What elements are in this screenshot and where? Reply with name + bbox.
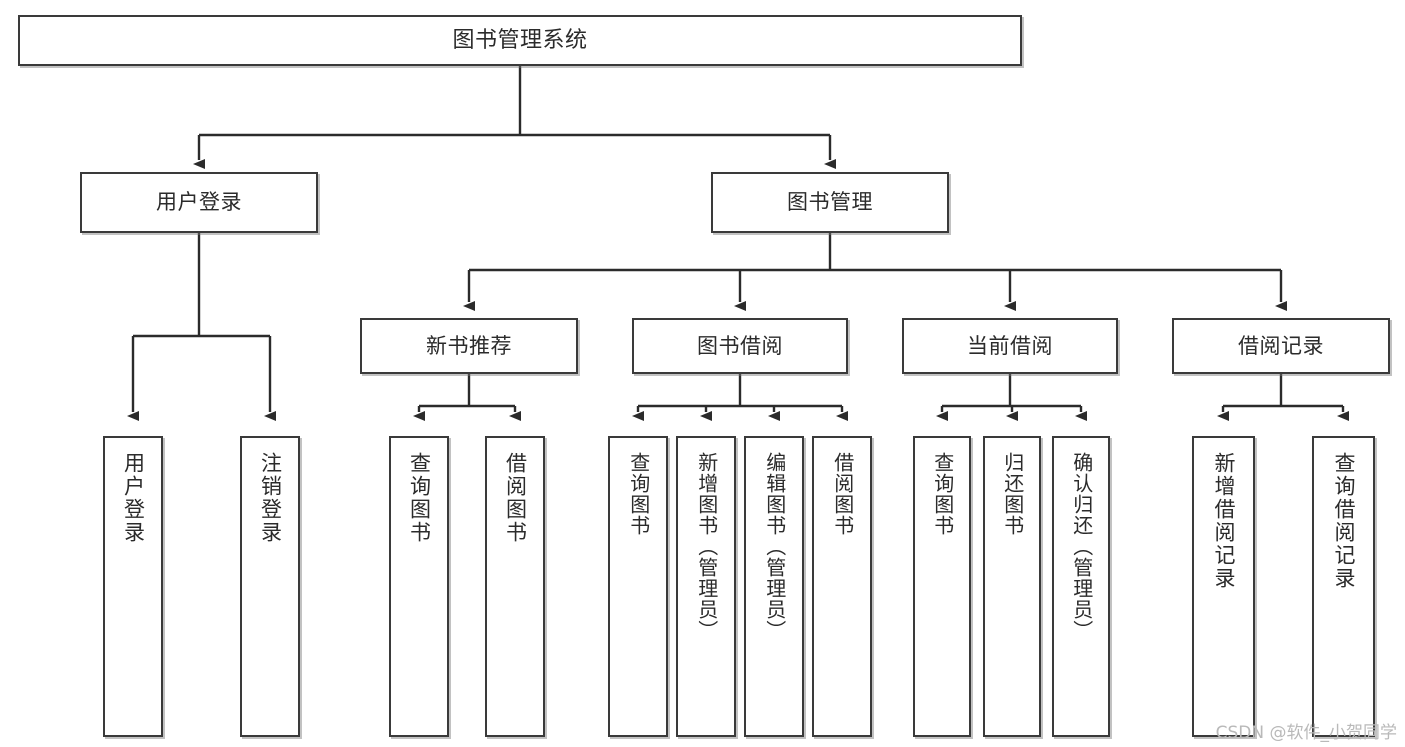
node-new-book-recommend[interactable]: 新书推荐 [360, 318, 578, 374]
node-borrow-record[interactable]: 借阅记录 [1172, 318, 1390, 374]
node-leaf-borrow-book-1-label: 借阅图书 [503, 452, 528, 544]
node-new-book-recommend-label: 新书推荐 [426, 333, 512, 358]
node-leaf-add-borrow-record-label: 新增借阅记录 [1211, 452, 1236, 590]
node-leaf-edit-book[interactable]: 编辑图书（管理员） [744, 436, 804, 737]
node-leaf-logout-login-label: 注销登录 [258, 452, 283, 544]
node-current-borrow-label: 当前借阅 [967, 333, 1053, 358]
node-leaf-query-borrow-record-label: 查询借阅记录 [1331, 452, 1356, 590]
node-leaf-query-book-1[interactable]: 查询图书 [389, 436, 449, 737]
node-root-system[interactable]: 图书管理系统 [18, 15, 1022, 66]
node-leaf-query-book-2[interactable]: 查询图书 [608, 436, 668, 737]
node-leaf-borrow-book-2[interactable]: 借阅图书 [812, 436, 872, 737]
node-leaf-return-book-label: 归还图书 [1000, 452, 1025, 536]
node-leaf-user-login-label: 用户登录 [121, 452, 146, 544]
node-leaf-query-book-1-label: 查询图书 [407, 452, 432, 544]
node-leaf-add-book[interactable]: 新增图书（管理员） [676, 436, 736, 737]
node-book-borrow[interactable]: 图书借阅 [632, 318, 848, 374]
node-borrow-record-label: 借阅记录 [1238, 333, 1324, 358]
node-user-login-label: 用户登录 [156, 190, 242, 215]
node-book-manage[interactable]: 图书管理 [711, 172, 949, 233]
node-book-borrow-label: 图书借阅 [697, 333, 783, 358]
node-leaf-query-book-3[interactable]: 查询图书 [913, 436, 971, 737]
node-leaf-add-borrow-record[interactable]: 新增借阅记录 [1192, 436, 1255, 737]
node-leaf-confirm-return[interactable]: 确认归还（管理员） [1052, 436, 1110, 737]
node-leaf-user-login[interactable]: 用户登录 [103, 436, 163, 737]
node-leaf-add-book-label: 新增图书（管理员） [694, 452, 719, 641]
node-leaf-borrow-book-2-label: 借阅图书 [830, 452, 855, 536]
node-leaf-confirm-return-label: 确认归还（管理员） [1069, 452, 1094, 641]
node-leaf-query-book-2-label: 查询图书 [626, 452, 651, 536]
node-leaf-edit-book-label: 编辑图书（管理员） [762, 452, 787, 641]
node-leaf-query-borrow-record[interactable]: 查询借阅记录 [1312, 436, 1375, 737]
csdn-watermark: CSDN @软件_小贺同学 [1215, 723, 1397, 743]
node-leaf-borrow-book-1[interactable]: 借阅图书 [485, 436, 545, 737]
node-root-system-label: 图书管理系统 [452, 27, 588, 53]
node-leaf-query-book-3-label: 查询图书 [930, 452, 955, 536]
node-current-borrow[interactable]: 当前借阅 [902, 318, 1118, 374]
node-book-manage-label: 图书管理 [787, 190, 873, 215]
node-leaf-logout-login[interactable]: 注销登录 [240, 436, 300, 737]
node-leaf-return-book[interactable]: 归还图书 [983, 436, 1041, 737]
node-user-login[interactable]: 用户登录 [80, 172, 318, 233]
